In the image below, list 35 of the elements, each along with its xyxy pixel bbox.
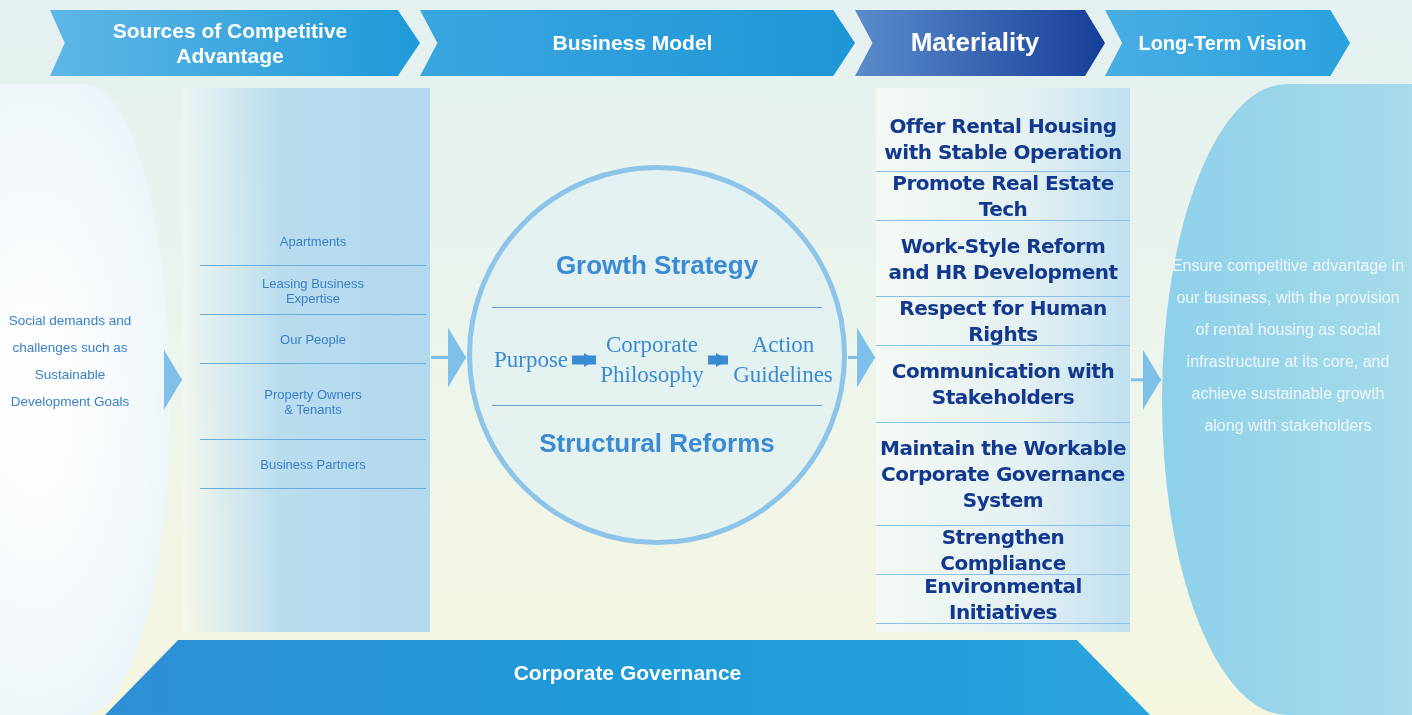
description-text: Ensure competitive advantage in our business, with the provision of rental housing as social infrastructure at its core, and achieve sustainable growth along with stakeholders <box>1170 256 1406 436</box>
header-banner: Long-Term Vision <box>1105 10 1350 76</box>
materiality-item: Respect for Human Rights <box>876 297 1130 346</box>
materiality-item: Maintain the Workable Corporate Governance System <box>876 423 1130 526</box>
arrow <box>1131 349 1161 410</box>
materiality-item: Work-Style Reform and HR Development <box>876 221 1130 297</box>
list-item: Business Partners <box>200 441 426 489</box>
description-text: Social demands and challenges such as Sustainable Development Goals <box>7 312 133 411</box>
list-item: Leasing Business Expertise <box>200 267 426 315</box>
materiality-item: Promote Real Estate Tech <box>876 172 1130 221</box>
list-item: Our People <box>200 316 426 364</box>
arrow <box>164 349 182 410</box>
list-item: Apartments <box>200 218 426 266</box>
ellipse-background <box>0 84 170 715</box>
header-banner: Business Model <box>420 10 855 76</box>
step-label: Purpose <box>491 335 571 385</box>
panel-background <box>183 88 430 632</box>
arrow <box>708 353 728 367</box>
governance-band: Corporate Governance <box>105 640 1150 715</box>
circle-heading: Structural Reforms <box>538 428 776 459</box>
header-banner: Sources of Competitive Advantage <box>50 10 420 76</box>
materiality-item: Environmental Initiatives <box>876 575 1130 624</box>
materiality-item: Offer Rental Housing with Stable Operation <box>876 106 1130 172</box>
arrow <box>431 327 466 388</box>
list-item: Property Owners & Tenants <box>200 365 426 440</box>
panel-background <box>876 88 1130 632</box>
circle-heading: Growth Strategy <box>554 250 760 281</box>
arrow <box>848 327 875 388</box>
step-label: Action Guidelines <box>729 323 837 397</box>
materiality-item: Communication with Stakeholders <box>876 346 1130 423</box>
arrow <box>572 353 596 367</box>
header-banner: Materiality <box>855 10 1105 76</box>
materiality-item: Strengthen Compliance <box>876 526 1130 575</box>
step-label: Corporate Philosophy <box>597 323 707 397</box>
ellipse-background <box>1162 84 1412 715</box>
